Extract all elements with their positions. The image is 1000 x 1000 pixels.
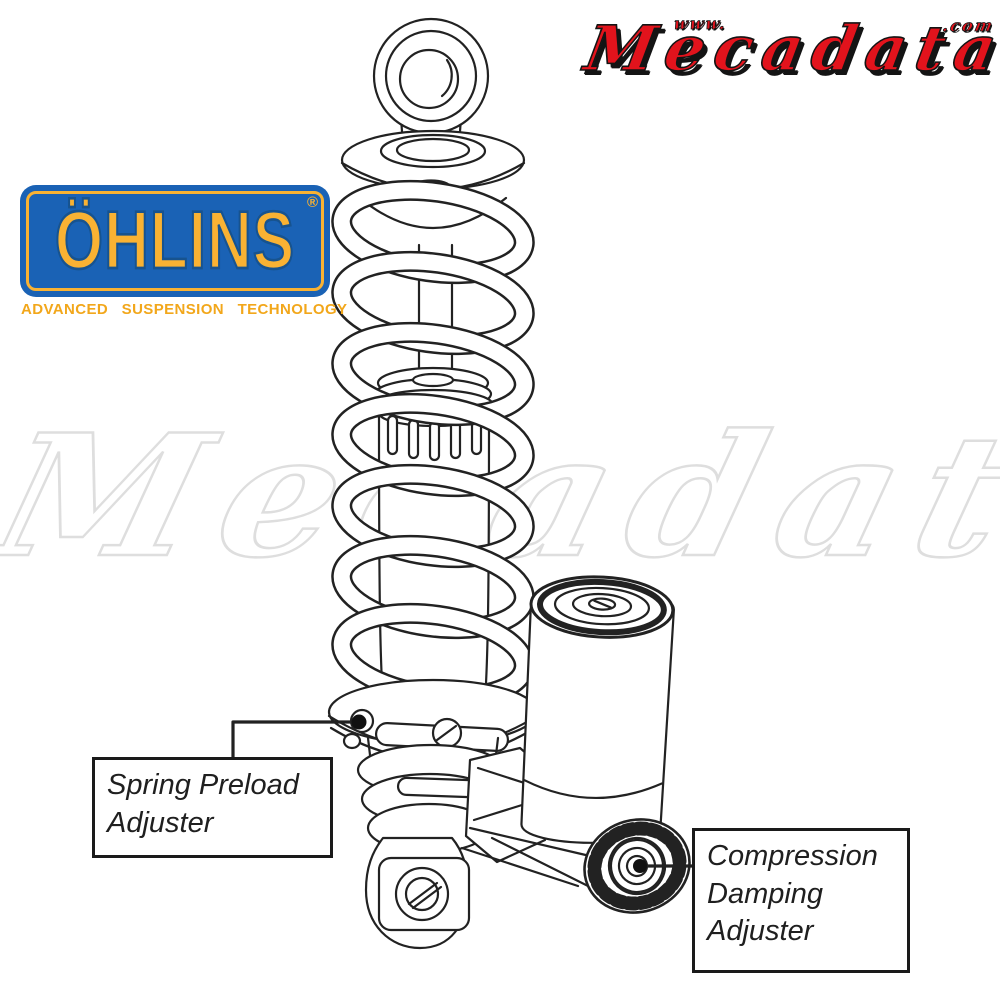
- label-spring-preload-adjuster: Spring Preload Adjuster: [92, 757, 333, 858]
- callout-dot-compression: [633, 859, 647, 873]
- ohlins-logo: ÖHLINS ®: [20, 185, 330, 297]
- label-compression-damping-adjuster: Compression Damping Adjuster: [692, 828, 910, 973]
- remote-reservoir-icon: [520, 575, 675, 844]
- ohlins-tagline: ADVANCED SUSPENSION TECHNOLOGY: [21, 301, 348, 318]
- eyelet-mount-icon: [372, 17, 490, 160]
- callout-dot-spring-preload: [351, 714, 367, 730]
- mecadata-com-label: .com: [941, 16, 997, 36]
- registered-trademark-icon: ®: [306, 194, 318, 211]
- callout-leader-compression: [633, 859, 694, 873]
- clevis-mount-icon: [364, 836, 471, 950]
- mecadata-wordmark: Mecadata: [579, 11, 1000, 86]
- callout-leader-spring-preload: [231, 714, 367, 759]
- compression-knob-icon: [583, 818, 691, 914]
- ohlins-wordmark: ÖHLINS: [54, 194, 296, 288]
- coil-spring-icon: [331, 179, 535, 708]
- mecadata-logo: www. Mecadata .com: [576, 4, 1000, 86]
